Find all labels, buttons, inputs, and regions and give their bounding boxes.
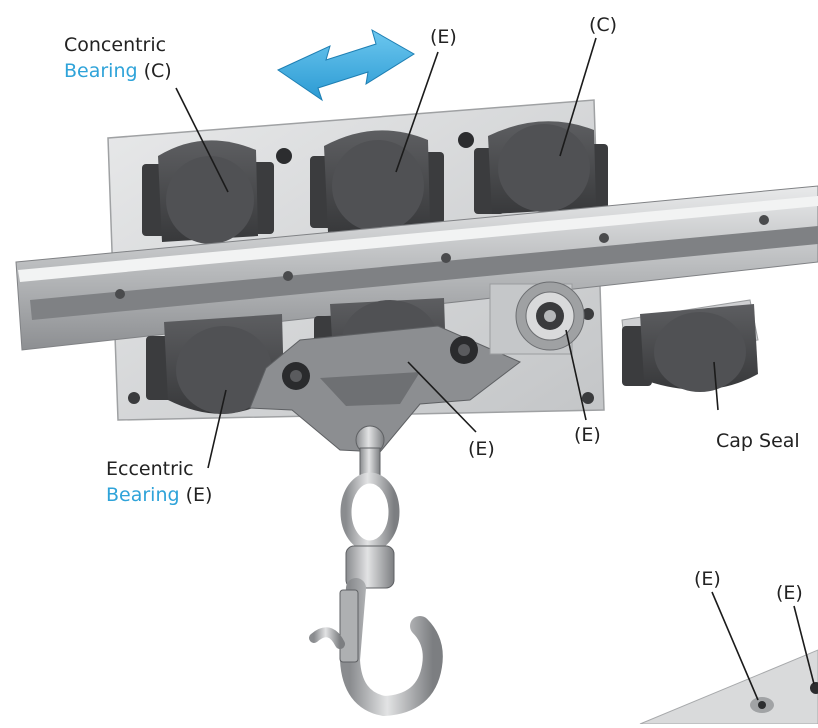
concentric-code: (C) [143, 60, 172, 82]
concentric-label-line1: Concentric [64, 34, 167, 56]
carriage-block-top-left [142, 140, 274, 244]
guide-rail [15, 185, 818, 351]
top-c-label: (C) [589, 14, 618, 36]
wheel-e-label: (E) [574, 424, 601, 446]
hanger-bracket [249, 325, 521, 453]
roller-bearing [489, 281, 585, 355]
bottom-right-e2-label: (E) [776, 582, 803, 604]
concentric-bearing-label: Bearing (C) [64, 60, 172, 82]
eccentric-bearing-label: Bearing (E) [106, 484, 212, 506]
bottom-right-e1-label: (E) [694, 568, 721, 590]
carriage-block-top-middle [310, 130, 444, 232]
cap-seal-block [621, 299, 759, 392]
double-headed-arrow-icon [276, 28, 415, 102]
eccentric-code: (E) [185, 484, 213, 506]
carriage-block-top-right [474, 121, 608, 214]
cap-seal-label: Cap Seal [716, 430, 800, 452]
center-e-label: (E) [468, 438, 495, 460]
top-e-label: (E) [430, 26, 457, 48]
eccentric-label-line1: Eccentric [106, 458, 194, 480]
eccentric-bearing-word: Bearing [106, 484, 180, 506]
carriage-block-bottom-left [146, 314, 284, 414]
leader-lines [175, 37, 815, 701]
crane-hook-icon [309, 425, 443, 717]
concentric-bearing-word: Bearing [64, 60, 138, 82]
carriage-plate-corner [639, 649, 818, 725]
